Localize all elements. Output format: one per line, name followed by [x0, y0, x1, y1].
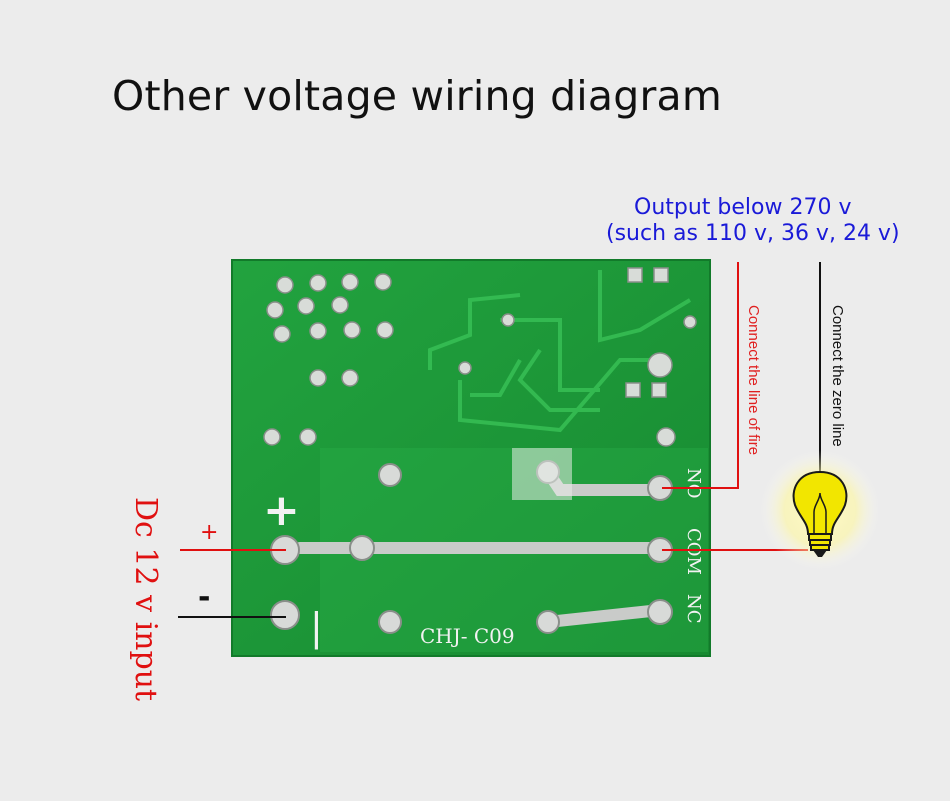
board-minus-marking: |	[310, 605, 323, 650]
output-voltage-examples: (such as 110 v, 36 v, 24 v)	[606, 221, 900, 246]
live-wire-label: Connect the line of fire	[745, 305, 762, 456]
output-voltage-label: Output below 270 v	[634, 195, 852, 220]
negative-sign: -	[198, 580, 211, 615]
board-model-marking: CHJ- C09	[420, 624, 515, 648]
terminal-com-marking: COM	[683, 528, 704, 575]
relay-board: + | CHJ- C09 NO COM NC	[231, 259, 711, 657]
dc-input-label: Dc 12 v input	[128, 497, 163, 702]
terminal-nc-marking: NC	[683, 594, 704, 624]
live-wire	[662, 262, 739, 489]
terminal-no-marking: NO	[683, 468, 704, 499]
light-bulb-icon	[760, 450, 880, 570]
neutral-wire-label: Connect the zero line	[829, 305, 846, 447]
positive-sign: +	[200, 520, 219, 545]
board-plus-marking: +	[263, 485, 300, 536]
diagram-title: Other voltage wiring diagram	[112, 72, 722, 120]
